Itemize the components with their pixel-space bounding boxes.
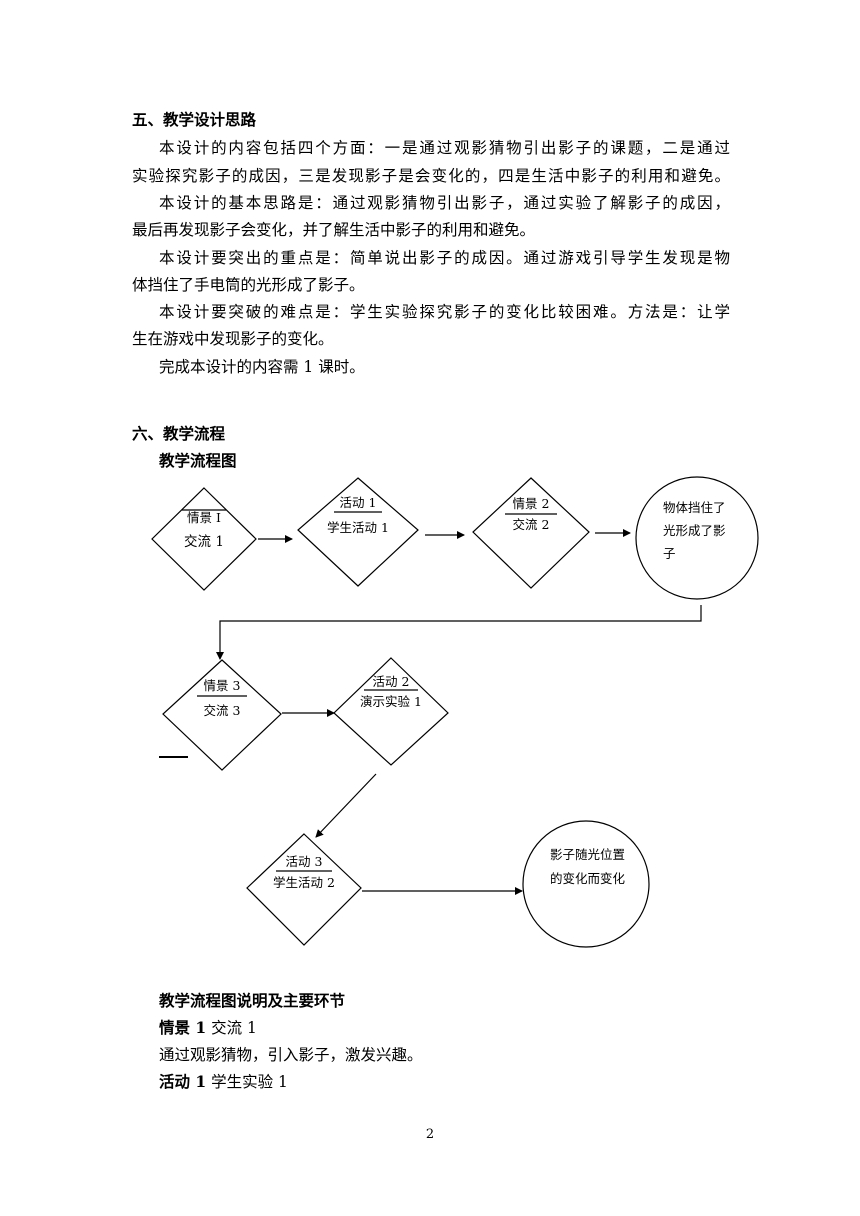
paragraph-line: 实验探究影子的成因，三是发现影子是会变化的，四是生活中影子的利用和避免。 — [132, 167, 730, 185]
paragraph-line: 本设计要突出的重点是：简单说出影子的成因。通过游戏引导学生发现是物 — [159, 249, 730, 267]
explanation-title: 教学流程图说明及主要环节 — [159, 991, 346, 1010]
page-number: 2 — [425, 1127, 435, 1142]
circle-2-line-1: 影子随光位置 — [550, 847, 625, 862]
node-4-bottom-label: 交流 3 — [204, 703, 241, 718]
circle-2-line-2: 的变化而变化 — [550, 871, 626, 886]
node-1-top-label: 情景 I — [187, 510, 221, 525]
diamond-node-5 — [333, 657, 449, 766]
diamond-node-1 — [151, 487, 257, 591]
explanation-item-1: 情景 1 交流 1 — [159, 1018, 257, 1038]
paragraph-line: 本设计的内容包括四个方面：一是通过观影猜物引出影子的课题，二是通过 — [159, 139, 730, 157]
paragraph-line: 本设计的基本思路是：通过观影猜物引出影子，通过实验了解影子的成因， — [159, 194, 730, 212]
paragraph-line: 生在游戏中发现影子的变化。 — [132, 330, 334, 348]
item-2-label: 活动 1 — [159, 1072, 207, 1091]
diamond-node-2 — [297, 477, 419, 587]
node-1-bottom-label: 交流 1 — [184, 533, 224, 550]
flowchart-title: 教学流程图 — [159, 451, 237, 470]
node-3-bottom-label: 交流 2 — [513, 517, 550, 532]
node-5-bottom-label: 演示实验 1 — [360, 694, 422, 709]
node-3-top-label: 情景 2 — [513, 496, 550, 511]
paragraph-line: 完成本设计的内容需 1 课时。 — [159, 358, 365, 376]
node-4-top-label: 情景 3 — [204, 678, 241, 693]
diamond-node-6 — [246, 833, 362, 946]
circle-node-1 — [635, 476, 759, 600]
node-2-top-label: 活动 1 — [340, 495, 377, 510]
paragraph-line: 体挡住了手电筒的光形成了影子。 — [132, 276, 365, 294]
item-1-label: 情景 1 — [159, 1018, 207, 1037]
diamond-node-4 — [162, 659, 282, 771]
item-2-text: 学生实验 1 — [211, 1073, 288, 1091]
node-6-top-label: 活动 3 — [286, 854, 323, 869]
circle-node-2 — [522, 820, 650, 948]
circle-1-line-1: 物体挡住了 — [663, 500, 726, 515]
circle-1-line-3: 子 — [663, 546, 676, 561]
node-6-bottom-label: 学生活动 2 — [273, 875, 335, 890]
explanation-item-1-desc: 通过观影猜物，引入影子，激发兴趣。 — [159, 1046, 423, 1064]
paragraph-line: 本设计要突破的难点是：学生实验探究影子的变化比较困难。方法是：让学 — [159, 303, 730, 321]
node-2-bottom-label: 学生活动 1 — [327, 520, 389, 535]
diamond-node-3 — [472, 477, 590, 589]
paragraph-line: 最后再发现影子会变化，并了解生活中影子的利用和避免。 — [132, 221, 536, 239]
section-5-heading: 五、教学设计思路 — [132, 110, 257, 129]
section-6-heading: 六、教学流程 — [132, 424, 226, 443]
item-1-text: 交流 1 — [211, 1019, 257, 1037]
circle-1-line-2: 光形成了影 — [663, 523, 726, 538]
explanation-item-2: 活动 1 学生实验 1 — [159, 1072, 288, 1092]
node-5-top-label: 活动 2 — [373, 674, 410, 689]
